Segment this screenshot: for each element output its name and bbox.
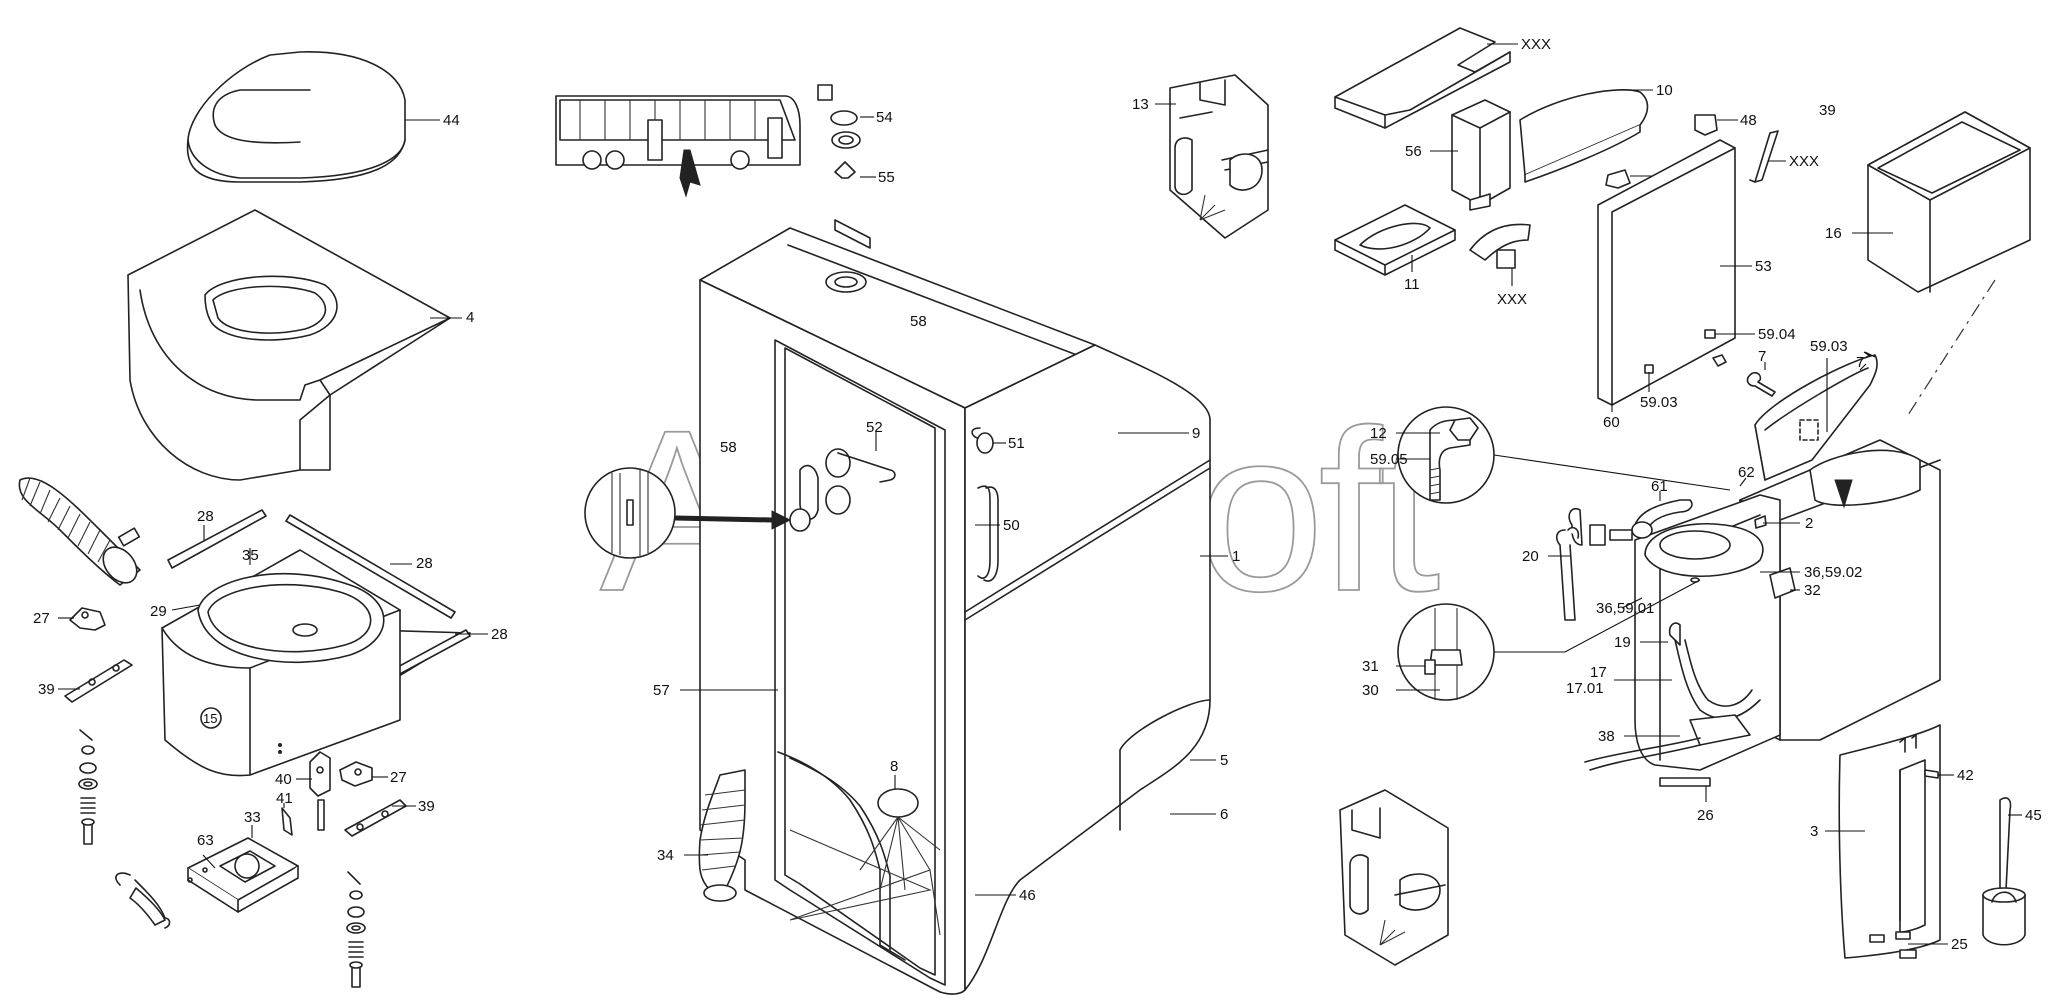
callout-29: 29 [150,603,167,620]
sink-cabinet-15: 15 [161,549,401,777]
callout-XXX-2: XXX [1497,291,1527,308]
callout-XXX-1: XXX [1521,36,1551,53]
callout-39-b: 39 [418,798,435,815]
callout-48-a: 48 [1740,112,1757,129]
callout-62: 12 [1370,425,1387,442]
seat-lid-44 [186,51,406,183]
callout-32: 20 [1522,548,1539,565]
callout-36-59.02: 2 [1805,515,1813,532]
coach-bus-icon [555,95,801,198]
callout-58-b: 58 [720,439,737,456]
callout-54: 54 [876,109,893,126]
callout-44: 44 [443,112,460,129]
callout-2: 62 [1738,464,1755,481]
callout-31: 31 [1362,658,1379,675]
callout-10: 10 [1656,82,1673,99]
callout-39-c: 39 [1819,102,1836,119]
bracket-XXX [1749,130,1779,183]
callout-61: 59.05 [1370,451,1408,468]
callout-59.04: 59.04 [1758,326,1796,343]
callout-33: 33 [244,809,261,826]
tray-11 [1334,204,1456,276]
callout-28-a: 28 [197,508,214,525]
side-panel-3 [1838,724,1941,959]
clips-48 [1605,114,1718,189]
callout-30: 30 [1362,682,1379,699]
callout-11: 11 [1404,276,1420,293]
callout-51: 51 [1008,435,1025,452]
dispenser-56 [1451,99,1511,211]
control-plate-33 [115,837,299,929]
vent-cap-54 [817,84,861,179]
waste-bin-16 [1867,111,2031,293]
toilet-brush-45 [1982,797,2026,946]
callout-45: 45 [2025,807,2042,824]
callout-42: 42 [1957,767,1974,784]
callout-19: 32 [1804,582,1821,599]
callout-50: 50 [1003,517,1020,534]
toilet-module-unit [1584,279,1996,787]
water-fittings [1555,499,1693,621]
callout-XXX-3: XXX [1789,153,1819,170]
hook-XXX [1469,223,1531,269]
callout-36-59.01: 36,59.02 [1804,564,1862,581]
callout-40: 40 [275,771,292,788]
callout-53: 53 [1755,258,1772,275]
callout-27-b: 27 [390,769,407,786]
callout-57: 57 [653,682,670,699]
mirror-53 [1597,139,1736,406]
layout-thumbnail-13 [1169,74,1269,239]
callout-12: 60 [1603,414,1620,431]
callout-58-a: 58 [910,313,927,330]
callout-26: 26 [1697,807,1714,824]
callout-5: 5 [1220,752,1228,769]
callout-27-a: 27 [33,610,50,627]
callout-6: 6 [1220,806,1228,823]
callout-3: 3 [1810,823,1818,840]
callout-60: 7 [1758,348,1766,365]
callout-25: 25 [1951,936,1968,953]
callout-59.05: 59.03 [1640,394,1678,411]
callout-28-c: 28 [491,626,508,643]
toilet-cover-4 [127,209,451,481]
callout-34: 34 [657,847,674,864]
callout-15: 15 [203,711,217,726]
callout-21: 19 [1614,634,1631,651]
detail-zoom-cabin [584,467,792,559]
callout-46: 46 [1019,887,1036,904]
callout-63: 63 [197,832,214,849]
layout-thumbnail-bottom [1339,789,1449,966]
callout-8: 8 [890,758,898,775]
callout-16: 16 [1825,225,1842,242]
callout-28-b: 28 [416,555,433,572]
callout-39-a: 39 [38,681,55,698]
callout-20: 61 [1651,478,1668,495]
toilet-cabin-shell [698,219,1211,995]
callout-55: 55 [878,169,895,186]
callout-9: 9 [1192,425,1200,442]
callout-17: 17 [1590,664,1607,681]
screws-60 [1712,354,1776,397]
callout-35: 35 [242,547,259,564]
shelf-panel-XXX [1334,27,1511,129]
callout-1: 1 [1232,548,1240,565]
detail-zoom-valve [1397,579,1701,701]
panel-10 [1519,89,1649,183]
mounting-hardware-left [64,607,133,845]
detail-zoom-fitting [1397,406,1731,504]
callout-52: 52 [866,419,883,436]
callout-13: 13 [1132,96,1149,113]
callout-18: 36,59.01 [1596,600,1654,617]
flexible-hose [18,477,141,586]
callout-56: 56 [1405,143,1422,160]
callout-4: 4 [466,309,474,326]
mounting-hardware-right [281,751,407,988]
callout-41: 41 [276,790,293,807]
callout-38: 38 [1598,728,1615,745]
callout-17.01: 17.01 [1566,680,1604,697]
